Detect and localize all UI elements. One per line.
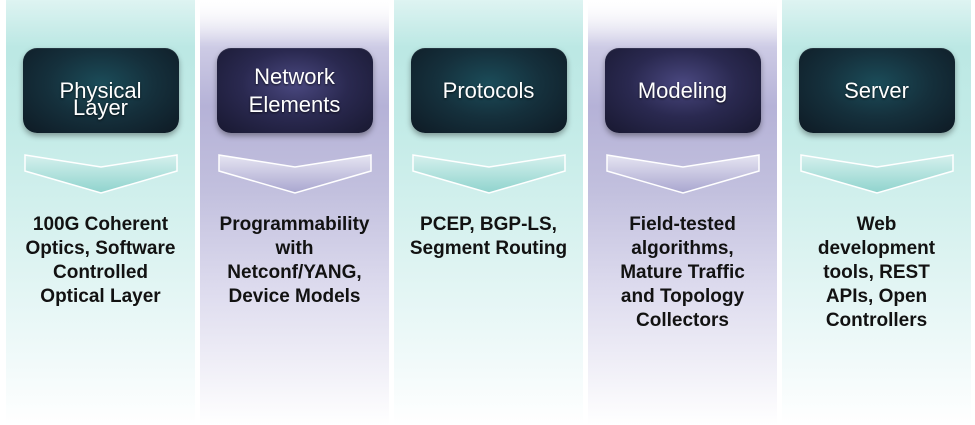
header-title-line: Protocols [442, 77, 535, 103]
column-sheen [782, 0, 971, 48]
header-box-network-elements: Network Elements [216, 48, 373, 133]
column-description: 100G Coherent Optics, Software Controlle… [9, 213, 193, 309]
description-line: Optics, Software [25, 238, 176, 259]
column-sheen [588, 0, 777, 48]
column-modeling: Modeling Field-tested algorithms, Mature… [588, 0, 777, 425]
description-line: Controllers [825, 310, 928, 331]
description-line: Controlled [53, 262, 148, 283]
description-line: Netconf/YANG, [227, 262, 362, 283]
header-box-modeling: Modeling [604, 48, 761, 133]
column-description: Field-tested algorithms, Mature Traffic … [591, 213, 775, 333]
header-title-line: Server [844, 77, 909, 103]
column-server: Server Web development tools, REST APIs,… [782, 0, 971, 425]
description-line: Web [856, 214, 897, 235]
description-line: Collectors [636, 310, 729, 331]
column-sheen [394, 0, 583, 48]
header-title-line: Layer [72, 95, 129, 120]
column-description: Programmability with Netconf/YANG, Devic… [203, 213, 387, 309]
header-title-line: Physical [59, 77, 142, 103]
description-line: development [817, 238, 936, 259]
column-description: PCEP, BGP-LS, Segment Routing [397, 213, 581, 261]
description-line: Segment Routing [409, 238, 568, 259]
description-line: tools, REST [823, 262, 930, 283]
chevron-down-icon [217, 154, 372, 194]
chevron-down-icon [23, 154, 178, 194]
header-box-protocols: Protocols [410, 48, 567, 133]
description-line: PCEP, BGP-LS, [420, 214, 557, 235]
column-description: Web development tools, REST APIs, Open C… [785, 213, 969, 333]
description-line: Programmability [219, 214, 370, 235]
column-sheen [6, 0, 195, 48]
header-title-line: Modeling [637, 77, 728, 103]
chevron-down-icon [411, 154, 566, 194]
description-line: Mature Traffic [620, 262, 745, 283]
description-line: and Topology [620, 286, 745, 307]
description-line: Field-tested [629, 214, 736, 235]
header-box-server: Server [798, 48, 955, 133]
description-line: APIs, Open [825, 286, 928, 307]
chevron-down-icon [605, 154, 760, 194]
description-line: Device Models [228, 286, 361, 307]
description-line: algorithms, [631, 238, 734, 259]
description-line: with [275, 238, 314, 259]
header-title-line: Elements [248, 92, 341, 117]
header-title-line: Network [254, 64, 335, 89]
column-network-elements: Network Elements Programmability with Ne… [200, 0, 389, 425]
description-line: 100G Coherent [32, 214, 169, 235]
column-protocols: Protocols PCEP, BGP-LS, Segment Routing [394, 0, 583, 425]
column-sheen [200, 0, 389, 48]
header-box-physical-layer: Physical Layer [22, 48, 179, 133]
column-physical-layer: Physical Layer 100G Coherent Optics, Sof… [6, 0, 195, 425]
description-line: Optical Layer [40, 286, 161, 307]
chevron-down-icon [799, 154, 954, 194]
